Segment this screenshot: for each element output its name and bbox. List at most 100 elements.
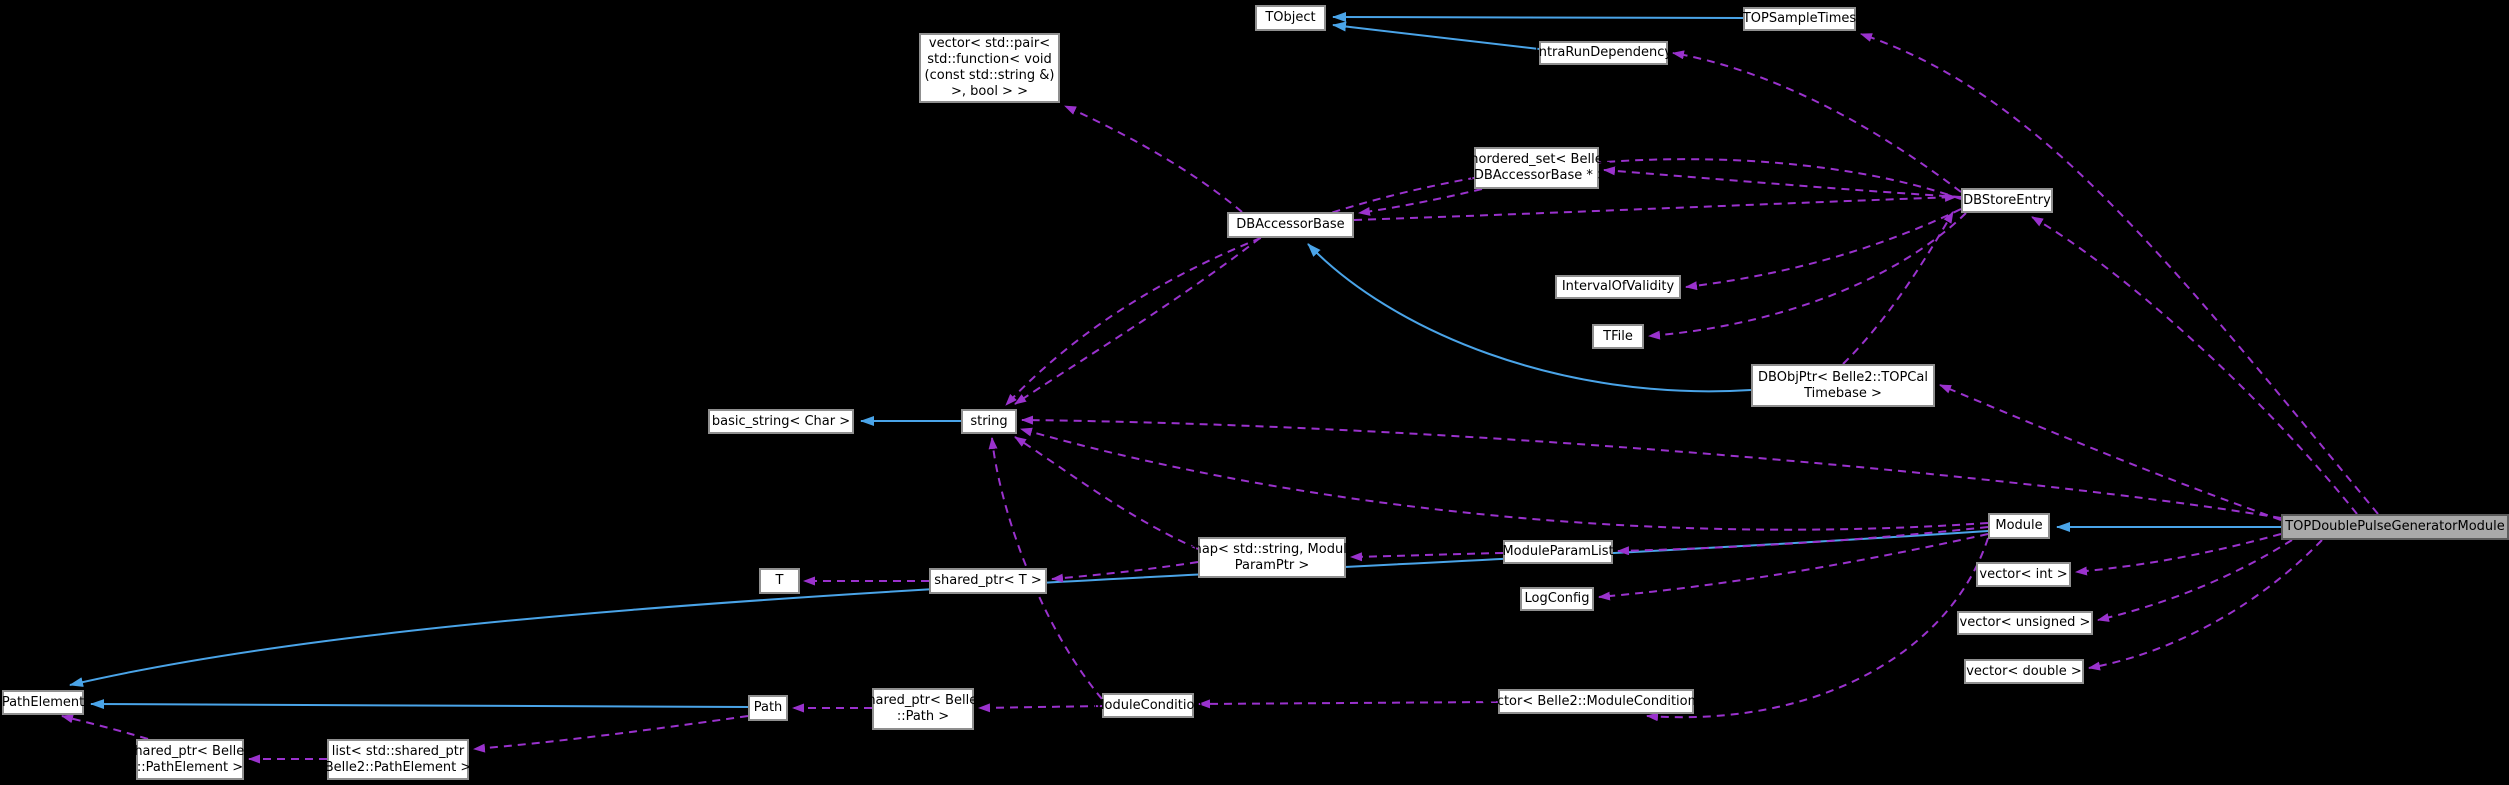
node-t-param[interactable]: T [759, 568, 800, 594]
node-label: Timebase > [1804, 385, 1882, 401]
node-tfile[interactable]: TFile [1592, 324, 1644, 349]
node-label: shared_ptr< T > [934, 573, 1042, 588]
node-label: DBStoreEntry [1963, 192, 2051, 208]
edge-shared-ptr-pathelement-to-pathelement [61, 714, 149, 740]
node-label: list< std::shared_ptr [331, 743, 465, 759]
node-label: unordered_set< Belle2 [1462, 152, 1611, 167]
edge-intrarundependency-to-tobject [1332, 21, 1540, 50]
edge-dbobjptr-to-dbstoreentry [1842, 211, 1954, 365]
node-label: >, bool > > [951, 84, 1028, 99]
edge-topsampletimes-to-tobject [1332, 12, 1744, 23]
edge-dbstoreentry-to-tfile [1648, 212, 1967, 340]
node-modulecondition[interactable]: ModuleCondition [1093, 693, 1203, 718]
edge-dbaccessorbase-to-vector-pair-function [1064, 105, 1243, 213]
node-topsampletimes[interactable]: TOPSampleTimes [1743, 7, 1856, 31]
node-label: vector< double > [1966, 663, 2082, 679]
node-moduleparamlist[interactable]: ModuleParamList [1502, 540, 1614, 564]
node-path[interactable]: Path [748, 695, 788, 721]
node-label: ParamPtr > [1234, 557, 1310, 573]
node-label: IntraRunDependency [1534, 45, 1673, 60]
edge-module-to-moduleparamlist [1617, 526, 1989, 556]
node-vector-pair-function[interactable]: vector< std::pair<std::function< void(co… [919, 33, 1060, 103]
edge-dbobjptr-to-dbaccessorbase [1307, 243, 1752, 393]
node-vector-unsigned[interactable]: vector< unsigned > [1957, 611, 2093, 635]
edge-topmodule-to-dbstoreentry [2031, 216, 2358, 515]
node-unordered-set[interactable]: unordered_set< Belle2::DBAccessorBase * … [1462, 147, 1611, 189]
node-label: Module [1995, 518, 2043, 533]
node-label: Path [753, 700, 783, 715]
edge-moduleparamlist-to-map-module-param [1350, 552, 1504, 562]
node-label: ModuleParamList [1502, 544, 1614, 559]
node-basic-string[interactable]: basic_string< Char > [708, 409, 854, 434]
node-label: vector< unsigned > [1959, 615, 2091, 630]
node-vector-int[interactable]: vector< int > [1976, 562, 2071, 587]
edge-dbstoreentry-to-intrarundependency [1672, 50, 1962, 193]
node-label: TObject [1265, 10, 1316, 25]
diagram-edges [61, 12, 2379, 764]
node-label: string [970, 413, 1008, 429]
node-list-shared-ptr[interactable]: list< std::shared_ptr< Belle2::PathEleme… [310, 739, 486, 780]
edge-topmodule-to-string [1021, 415, 2282, 519]
edge-unordered-set-to-dbaccessorbase [1358, 188, 1483, 216]
node-shared-ptr-path[interactable]: shared_ptr< Belle2::Path > [861, 688, 985, 730]
edge-module-to-logconfig [1598, 533, 1989, 601]
node-shared-ptr-t[interactable]: shared_ptr< T > [929, 568, 1047, 594]
node-label: shared_ptr< Belle2 [127, 743, 253, 759]
node-shared-ptr-pathelement[interactable]: shared_ptr< Belle2::PathElement > [128, 739, 252, 780]
edge-modulecondition-to-shared-ptr-path [978, 703, 1103, 713]
edge-map-module-param-to-string [1014, 436, 1199, 550]
node-label: ::DBAccessorBase * > [1465, 168, 1608, 183]
node-logconfig[interactable]: LogConfig [1520, 587, 1594, 611]
node-label: ::PathElement > [136, 759, 244, 775]
node-label: TOPDoublePulseGeneratorModule [2285, 519, 2505, 534]
edge-module-to-string [1020, 427, 1989, 531]
edge-map-module-param-to-shared-ptr-t [1051, 561, 1199, 583]
node-label: ::Path > [896, 709, 950, 724]
node-label: LogConfig [1524, 591, 1590, 606]
node-label: std::function< void [927, 52, 1052, 67]
node-label: basic_string< Char > [711, 413, 851, 429]
edge-topmodule-to-topsampletimes [1860, 33, 2379, 515]
node-vector-double[interactable]: vector< double > [1964, 659, 2084, 684]
edge-dbstoreentry-to-string [1005, 158, 1962, 406]
node-label: shared_ptr< Belle2 [860, 693, 986, 708]
edge-vector-modulecondition-to-modulecondition [1198, 699, 1499, 709]
node-label: vector< std::pair< [928, 36, 1051, 51]
node-module[interactable]: Module [1988, 513, 2050, 539]
node-dbaccessorbase[interactable]: DBAccessorBase [1227, 212, 1354, 238]
node-label: vector< int > [1979, 566, 2068, 582]
edge-dbstoreentry-to-intervalofvalidity [1685, 208, 1962, 291]
node-label: TOPSampleTimes [1742, 11, 1857, 26]
edge-dbstoreentry-to-unordered-set [1603, 166, 1962, 198]
edge-path-to-pathelement [90, 699, 749, 710]
node-intervalofvalidity[interactable]: IntervalOfValidity [1555, 275, 1681, 299]
node-label: PathElement [1, 694, 85, 710]
node-topmodule[interactable]: TOPDoublePulseGeneratorModule [2281, 514, 2509, 540]
node-label: T [775, 573, 784, 588]
edge-dbaccessorbase-to-string [1014, 237, 1261, 405]
node-string[interactable]: string [961, 409, 1017, 434]
edge-dbaccessorbase-to-dbstoreentry [1353, 192, 1957, 221]
node-dbstoreentry[interactable]: DBStoreEntry [1961, 188, 2053, 213]
node-label: TFile [1603, 328, 1633, 344]
edge-modulecondition-to-string [988, 437, 1103, 700]
node-label: ModuleCondition [1093, 697, 1203, 713]
node-label: DBAccessorBase [1236, 217, 1345, 232]
node-label: < Belle2::PathElement > > [309, 759, 487, 775]
node-vector-modulecondition[interactable]: vector< Belle2::ModuleCondition > [1481, 689, 1711, 714]
node-label: map< std::string, Module [1189, 541, 1355, 557]
node-label: DBObjPtr< Belle2::TOPCal [1758, 369, 1928, 385]
edge-module-to-vector-modulecondition [1646, 537, 1989, 722]
node-label: vector< Belle2::ModuleCondition > [1481, 693, 1711, 709]
edge-module-to-pathelement [69, 530, 1989, 687]
node-pathelement[interactable]: PathElement [2, 690, 84, 715]
node-label: IntervalOfValidity [1561, 279, 1675, 294]
edge-path-to-list-shared-ptr [473, 715, 749, 753]
node-tobject[interactable]: TObject [1255, 5, 1326, 31]
node-intrarundependency[interactable]: IntraRunDependency [1535, 41, 1672, 65]
node-label: (const std::string &) [924, 68, 1055, 83]
